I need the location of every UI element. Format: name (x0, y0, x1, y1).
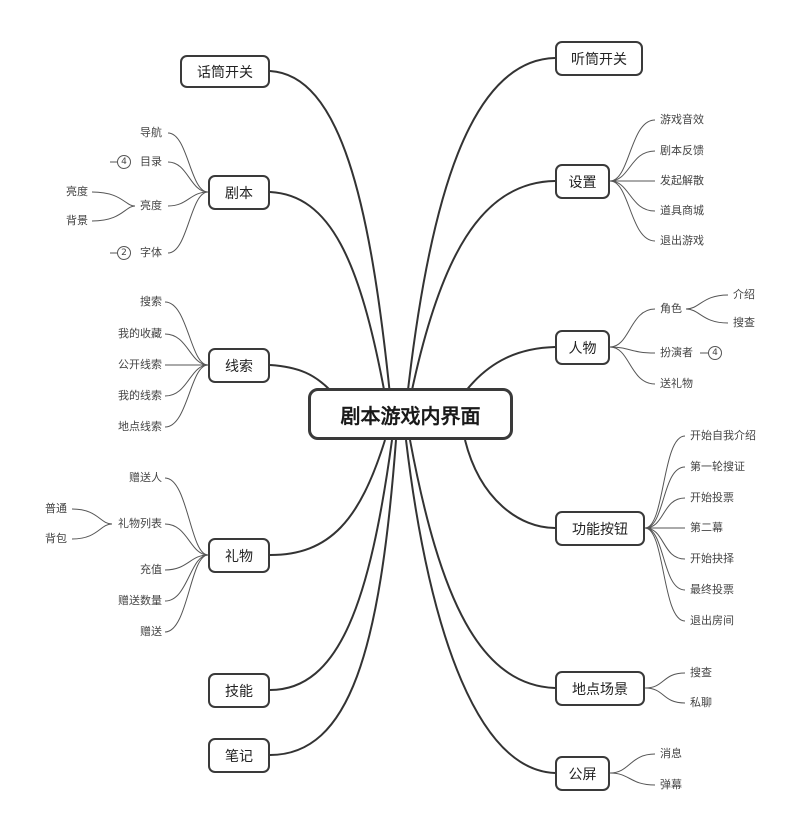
leaf-gift-list-child-1: 普通 (45, 502, 67, 515)
leaf-clue-4: 我的线索 (118, 389, 162, 402)
node-functions: 功能按钮 (555, 511, 645, 546)
leaf-gift-list-child-2: 背包 (45, 532, 67, 545)
leaf-character-gift: 送礼物 (660, 377, 693, 390)
leaf-gift-send-person: 赠送人 (129, 471, 162, 484)
leaf-role-child-2: 搜查 (733, 316, 755, 329)
badge-actor: 4 (708, 346, 722, 360)
leaf-setting-5: 退出游戏 (660, 234, 704, 247)
root-node: 剧本游戏内界面 (308, 388, 513, 440)
node-character: 人物 (555, 330, 610, 365)
leaf-character-role: 角色 (660, 302, 682, 315)
leaf-function-2: 第一轮搜证 (690, 460, 745, 473)
leaf-function-6: 最终投票 (690, 583, 734, 596)
leaf-public-1: 消息 (660, 747, 682, 760)
leaf-script-nav: 导航 (140, 126, 162, 139)
node-location: 地点场景 (555, 671, 645, 706)
leaf-function-5: 开始抉择 (690, 552, 734, 565)
node-public-screen: 公屏 (555, 756, 610, 791)
node-settings: 设置 (555, 164, 610, 199)
leaf-character-actor: 扮演者 (660, 346, 693, 359)
leaf-script-toc: 目录 (140, 155, 162, 168)
badge-font: 2 (117, 246, 131, 260)
leaf-setting-1: 游戏音效 (660, 113, 704, 126)
leaf-setting-3: 发起解散 (660, 174, 704, 187)
leaf-script-brightness: 亮度 (140, 199, 162, 212)
leaf-function-4: 第二幕 (690, 521, 723, 534)
leaf-script-font: 字体 (140, 246, 162, 259)
leaf-gift-send-count: 赠送数量 (118, 594, 162, 607)
leaf-clue-3: 公开线索 (118, 358, 162, 371)
badge-toc: 4 (117, 155, 131, 169)
leaf-public-2: 弹幕 (660, 778, 682, 791)
leaf-location-1: 搜查 (690, 666, 712, 679)
node-notes: 笔记 (208, 738, 270, 773)
leaf-clue-1: 搜索 (140, 295, 162, 308)
leaf-location-2: 私聊 (690, 696, 712, 709)
leaf-brightness-child-2: 背景 (66, 214, 88, 227)
node-skills: 技能 (208, 673, 270, 708)
leaf-brightness-child-1: 亮度 (66, 185, 88, 198)
leaf-setting-4: 道具商城 (660, 204, 704, 217)
leaf-function-7: 退出房间 (690, 614, 734, 627)
leaf-role-child-1: 介绍 (733, 288, 755, 301)
node-mic-switch: 话筒开关 (180, 55, 270, 88)
leaf-gift-send: 赠送 (140, 625, 162, 638)
leaf-clue-5: 地点线索 (118, 420, 162, 433)
node-clues: 线索 (208, 348, 270, 383)
leaf-function-3: 开始投票 (690, 491, 734, 504)
leaf-clue-2: 我的收藏 (118, 327, 162, 340)
node-gifts: 礼物 (208, 538, 270, 573)
leaf-gift-recharge: 充值 (140, 563, 162, 576)
leaf-setting-2: 剧本反馈 (660, 144, 704, 157)
node-script: 剧本 (208, 175, 270, 210)
leaf-function-1: 开始自我介绍 (690, 429, 756, 442)
leaf-gift-list: 礼物列表 (118, 517, 162, 530)
node-speaker-switch: 听筒开关 (555, 41, 643, 76)
